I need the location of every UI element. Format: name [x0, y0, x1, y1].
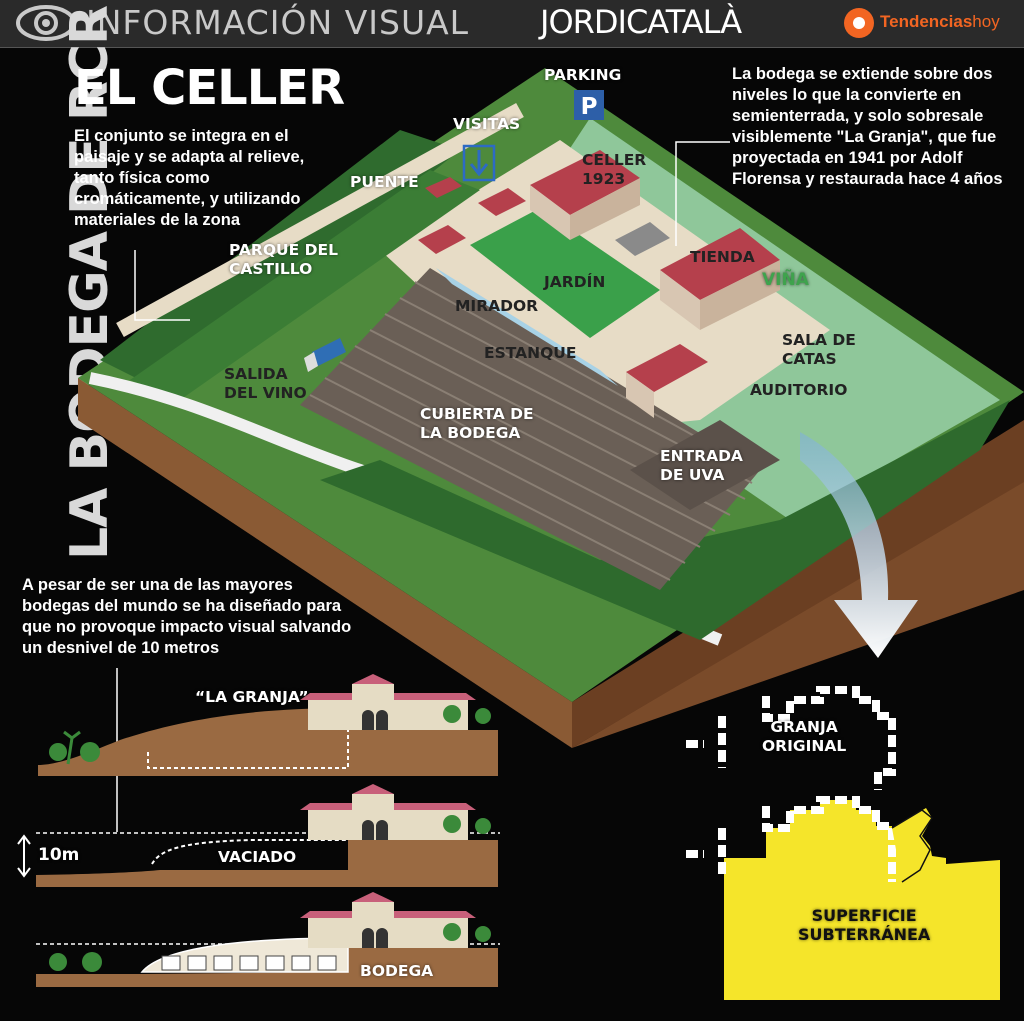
label-tienda: TIENDA: [690, 248, 755, 266]
label-celler-1923: CELLER 1923: [582, 151, 647, 188]
section-diagrams: [17, 668, 500, 987]
label-la-granja: “LA GRANJA”: [195, 688, 309, 706]
section-vaciado: [17, 784, 500, 887]
label-auditorio: AUDITORIO: [750, 381, 848, 399]
leader-intro: [134, 250, 190, 321]
label-salida-vino: SALIDA DEL VINO: [224, 365, 307, 402]
label-vaciado: VACIADO: [218, 848, 297, 866]
publisher-main: Tendencias: [880, 12, 973, 31]
label-sala-catas: SALA DE CATAS: [782, 331, 856, 368]
publisher-logo: Tendenciashoy: [880, 12, 1000, 32]
label-estanque: ESTANQUE: [484, 344, 577, 362]
visitas-arrow-icon: [462, 144, 496, 182]
label-mirador: MIRADOR: [455, 297, 539, 315]
label-parque: PARQUE DEL CASTILLO: [229, 241, 338, 278]
label-bodega: BODEGA: [360, 962, 434, 980]
soil-front: [78, 378, 572, 748]
label-cubierta: CUBIERTA DE LA BODEGA: [420, 405, 534, 442]
label-parking: PARKING: [544, 66, 622, 84]
label-vina: VIÑA: [762, 270, 809, 290]
plan-granja-original: [686, 686, 896, 790]
soil-right: [572, 420, 1024, 748]
truck-icon: [304, 338, 346, 372]
label-entrada-uva: ENTRADA DE UVA: [660, 447, 743, 484]
main-title: EL CELLER: [74, 60, 345, 116]
publisher-sub: hoy: [972, 12, 1000, 31]
label-visitas: VISITAS: [453, 115, 521, 133]
bottom-note: A pesar de ser una de las mayores bodega…: [22, 576, 352, 657]
depth-arrow-icon: [17, 834, 31, 878]
label-puente: PUENTE: [350, 173, 419, 191]
soil-side: [78, 378, 1024, 748]
right-note: La bodega se extiende sobre dos niveles …: [732, 65, 1003, 188]
buildings: [418, 150, 780, 418]
cellar-roof: [300, 268, 760, 590]
header-title: INFORMACIÓN VISUAL: [86, 3, 470, 42]
intro-text: El conjunto se integra en el paisaje y s…: [74, 127, 305, 229]
label-10m: 10m: [38, 845, 80, 865]
leader-right: [675, 141, 730, 246]
access-road: [116, 102, 524, 338]
section-bodega: [36, 892, 500, 987]
eye-icon: [16, 5, 76, 41]
tendencias-logo-icon: [844, 8, 874, 38]
garden: [470, 208, 660, 338]
label-superficie: SUPERFICIE SUBTERRÁNEA: [798, 906, 931, 944]
grape-entrance-roof: [630, 420, 780, 510]
label-granja-original: GRANJA ORIGINAL: [762, 718, 847, 755]
down-arrow-icon: [800, 432, 918, 658]
label-jardin: JARDÍN: [544, 273, 606, 291]
parking-sign-letter: P: [581, 94, 598, 120]
floor-plans: [686, 686, 1000, 1000]
forest-strip: [130, 170, 480, 400]
plan-superficie-subterranea: [724, 800, 1000, 1000]
author-logo: JORDICATALÀ: [540, 3, 742, 41]
section-original: [38, 674, 498, 776]
pond: [436, 268, 618, 386]
parking-sign-icon: [574, 90, 604, 120]
